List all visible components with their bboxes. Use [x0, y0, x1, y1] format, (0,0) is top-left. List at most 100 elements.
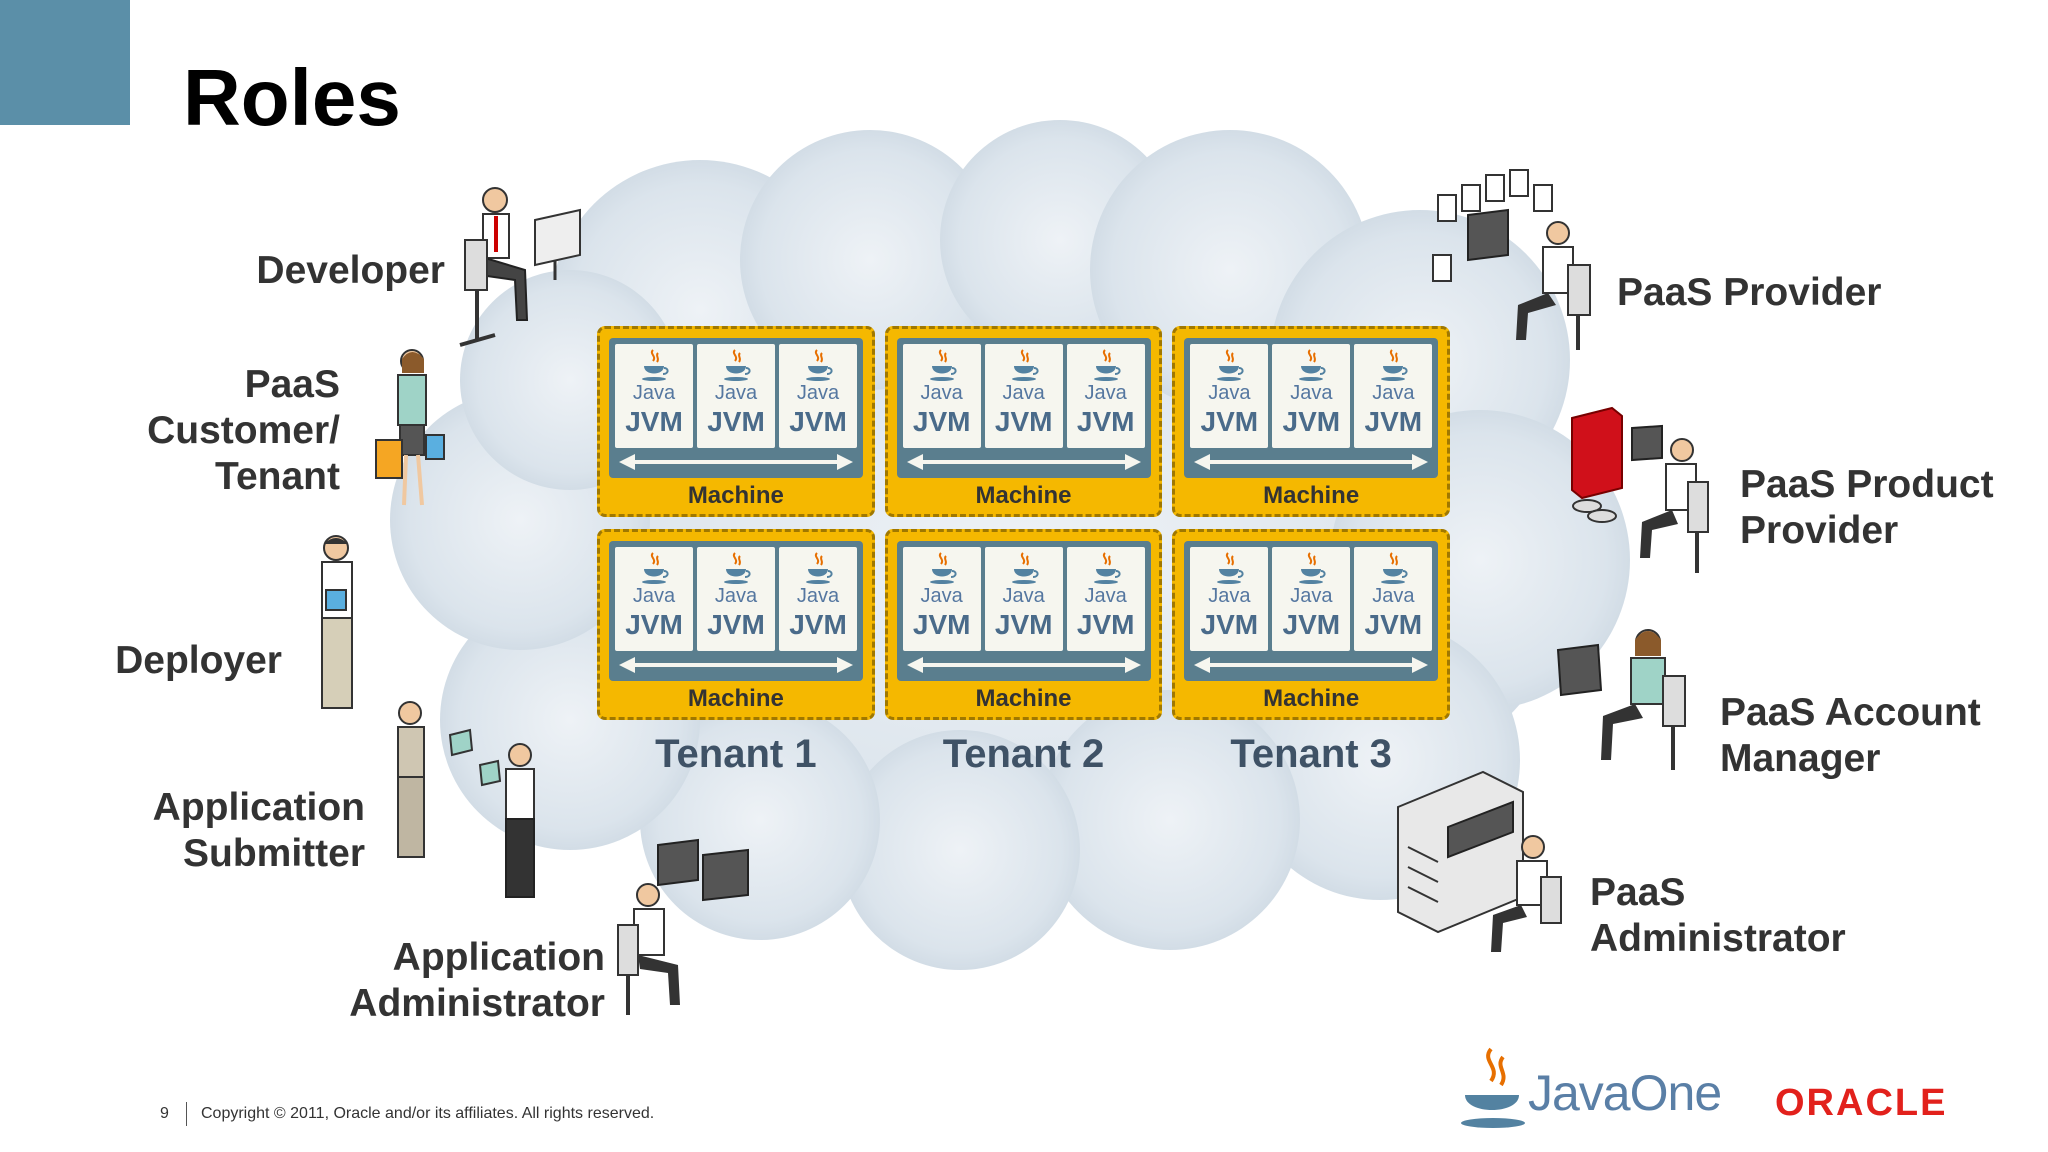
machine-label: Machine	[687, 482, 784, 509]
java-cup-icon	[642, 349, 669, 381]
jvm-box: Java JVM	[1190, 344, 1269, 448]
java-cup-icon	[806, 349, 833, 381]
machine-row-top: Java JVM Java JVM Java JVM Machine	[597, 326, 1451, 517]
jvm-strip: Java JVM Java JVM Java JVM	[896, 541, 1151, 681]
machine-box: Java JVM Java JVM Java JVM Machine	[597, 326, 875, 517]
machine-label: Machine	[1263, 685, 1360, 712]
jvm-box: Java JVM	[1354, 344, 1433, 448]
jvm-box: Java JVM	[779, 547, 857, 651]
role-application-administrator: Application Administrator	[320, 935, 605, 1027]
java-cup-icon	[724, 552, 751, 584]
jvm-label: JVM	[912, 406, 971, 437]
paas-account-manager-figure-icon	[1556, 629, 1686, 770]
jvm-label: JVM	[1364, 609, 1423, 640]
jvm-label: JVM	[1282, 609, 1341, 640]
role-paas-customer: PaaS Customer/ Tenant	[100, 362, 340, 500]
jvm-box: Java JVM	[697, 547, 775, 651]
jvm-label: JVM	[1076, 406, 1135, 437]
jvm-label: JVM	[994, 406, 1053, 437]
jvm-box: Java JVM	[984, 547, 1063, 651]
role-paas-account-manager: PaaS Account Manager	[1720, 690, 1981, 782]
double-arrow-icon	[906, 454, 1141, 470]
java-cup-icon	[929, 349, 957, 381]
jvm-strip: Java JVM Java JVM Java JVM	[1184, 338, 1439, 478]
jvm-box: Java JVM	[615, 344, 693, 448]
jvm-label: JVM	[625, 406, 683, 437]
jvm-box: Java JVM	[1272, 547, 1351, 651]
jvm-label: JVM	[912, 609, 971, 640]
tenant-label: Tenant 1	[655, 732, 817, 776]
java-cup-icon	[1299, 349, 1326, 381]
page-number: 9	[160, 1105, 169, 1122]
paas-customer-figure-icon	[375, 349, 445, 506]
machine-row-bottom: Java JVM Java JVM Java JVM Machine	[597, 529, 1451, 720]
role-label-line: Tenant	[215, 455, 340, 498]
role-label: Developer	[256, 249, 445, 292]
java-label: Java	[1290, 585, 1333, 607]
role-label-line: Provider	[1740, 509, 1899, 552]
java-cup-icon	[1299, 552, 1326, 584]
jvm-box: Java JVM	[1190, 547, 1269, 651]
java-label: Java	[714, 585, 758, 607]
role-label-line: Application	[152, 786, 365, 829]
oracle-logo: ORACLE	[1775, 1082, 1948, 1124]
jvm-box: Java JVM	[779, 344, 857, 448]
jvm-strip: Java JVM Java JVM Java JVM	[896, 338, 1151, 478]
java-label: Java	[1372, 382, 1415, 404]
role-label-line: PaaS Account	[1720, 691, 1981, 734]
machine-label: Machine	[687, 685, 784, 712]
role-label-line: PaaS	[244, 363, 340, 406]
jvm-label: JVM	[1282, 406, 1341, 437]
java-label: Java	[714, 382, 758, 404]
jvm-label: JVM	[1200, 406, 1259, 437]
java-cup-icon	[1381, 552, 1408, 584]
jvm-label: JVM	[1364, 406, 1423, 437]
java-label: Java	[1208, 585, 1251, 607]
javaone-cup-icon	[1461, 1047, 1525, 1128]
java-label: Java	[632, 382, 676, 404]
jvm-strip: Java JVM Java JVM Java JVM	[609, 338, 863, 478]
role-developer: Developer	[200, 248, 445, 294]
java-cup-icon	[1217, 349, 1244, 381]
machine-label: Machine	[1263, 482, 1360, 509]
jvm-strip: Java JVM Java JVM Java JVM	[1184, 541, 1439, 681]
role-paas-administrator: PaaS Administrator	[1590, 870, 1846, 962]
role-label-line: Customer/	[147, 409, 340, 452]
double-arrow-icon	[619, 657, 853, 673]
jvm-box: Java JVM	[697, 344, 775, 448]
java-label: Java	[1372, 585, 1415, 607]
java-cup-icon	[929, 552, 957, 584]
tenant-labels: Tenant 1 Tenant 2 Tenant 3	[597, 732, 1450, 777]
role-label: Deployer	[115, 639, 282, 682]
tenant-label: Tenant 3	[1230, 732, 1392, 776]
paas-product-provider-figure-icon	[1571, 406, 1709, 573]
application-submitter-figure-icon	[397, 701, 535, 898]
role-deployer: Deployer	[90, 638, 282, 684]
footer-divider	[186, 1102, 187, 1126]
tenant-label: Tenant 2	[942, 732, 1105, 776]
java-cup-icon	[806, 552, 833, 584]
java-label: Java	[920, 585, 963, 607]
java-cup-icon	[1093, 349, 1121, 381]
role-label-line: Submitter	[182, 832, 365, 875]
role-label-line: Administrator	[1590, 917, 1846, 960]
jvm-box: Java JVM	[1066, 344, 1145, 448]
role-paas-product-provider: PaaS Product Provider	[1740, 462, 1994, 554]
java-cup-icon	[724, 349, 751, 381]
role-label-line: Administrator	[349, 982, 605, 1025]
role-label-line: Manager	[1720, 737, 1881, 780]
jvm-box: Java JVM	[902, 547, 981, 651]
machine-label: Machine	[975, 685, 1072, 712]
double-arrow-icon	[1194, 657, 1429, 673]
role-label-line: Application	[392, 936, 605, 979]
role-label: PaaS Provider	[1617, 271, 1882, 314]
jvm-box: Java JVM	[984, 344, 1063, 448]
java-label: Java	[1208, 382, 1251, 404]
double-arrow-icon	[1194, 454, 1429, 470]
role-paas-provider: PaaS Provider	[1617, 270, 1881, 316]
java-cup-icon	[1217, 552, 1244, 584]
java-cup-icon	[1011, 349, 1039, 381]
jvm-label: JVM	[789, 406, 847, 437]
java-cup-icon	[1381, 349, 1408, 381]
jvm-box: Java JVM	[902, 344, 981, 448]
